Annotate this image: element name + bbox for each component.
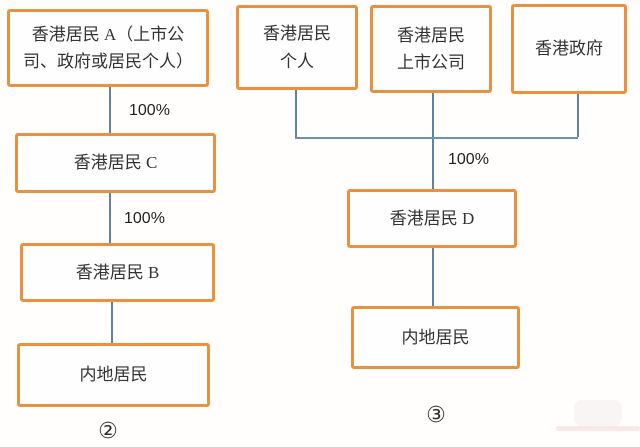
watermark-smudge-blob [574,400,622,426]
box-hk-listed-company: 香港居民 上市公司 [370,5,492,93]
box-hk-resident-d: 香港居民 D [347,189,517,248]
watermark-smudge-line [556,426,640,431]
connector-horizontal-join [295,137,578,139]
caption-circle-2: ② [98,419,118,444]
box-mainland-resident-left: 内地居民 [17,343,210,407]
pct-label-c-b: 100% [124,210,165,227]
connector-government-down [577,94,579,137]
box-hk-resident-c: 香港居民 C [15,133,216,193]
pct-label-a-c: 100% [129,102,170,119]
connector-listed-to-d [432,93,434,189]
caption-circle-3: ③ [426,403,446,428]
pct-label-d: 100% [448,151,489,168]
box-hk-government: 香港政府 [511,4,627,94]
connector-d-to-mainland [432,248,434,306]
box-hk-resident-a: 香港居民 A（上市公 司、政府或居民个人） [7,9,209,87]
box-mainland-resident-right: 内地居民 [351,306,520,369]
connector-a-to-c [109,87,111,133]
connector-individual-down [295,90,297,137]
connector-b-to-mainland [111,302,113,343]
box-hk-individual: 香港居民 个人 [236,5,358,90]
connector-c-to-b [109,193,111,243]
box-hk-resident-b: 香港居民 B [20,243,215,302]
